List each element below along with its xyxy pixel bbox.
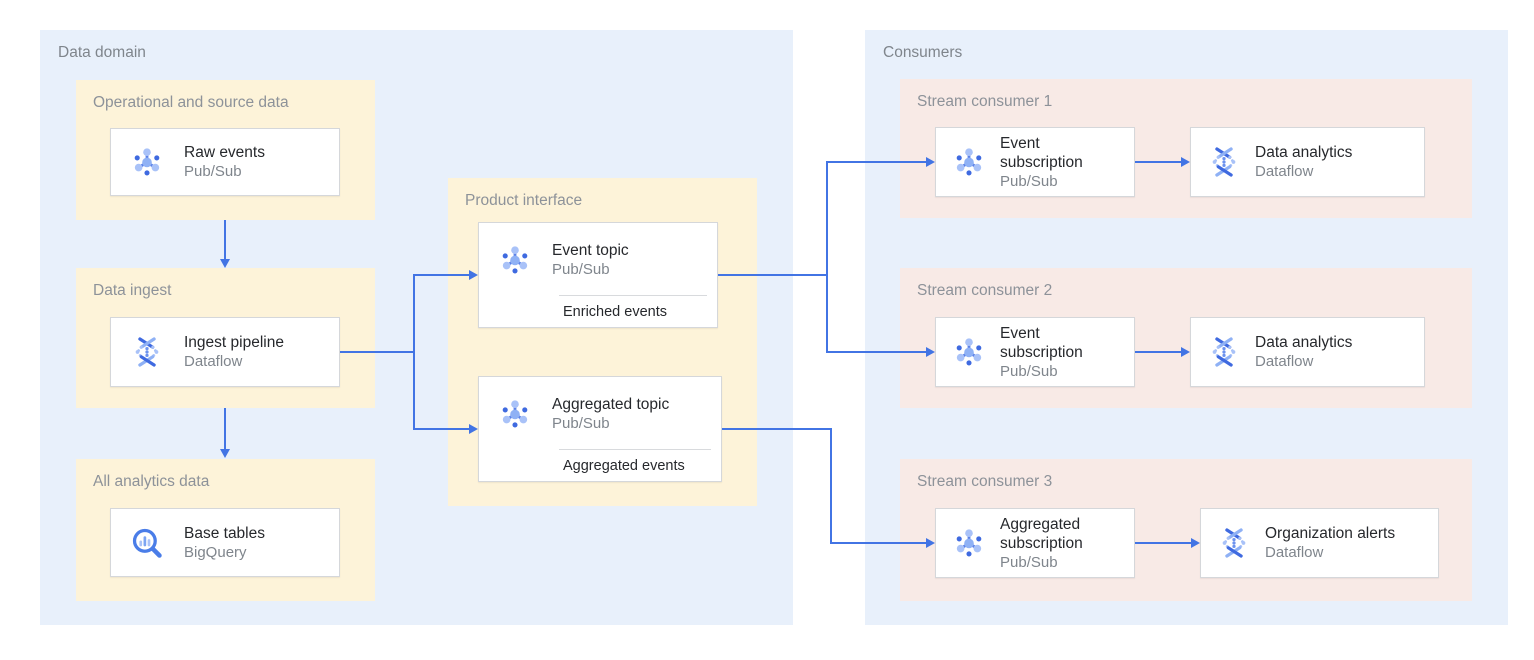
- arrowhead-right: [926, 538, 935, 548]
- card-product: Dataflow: [1255, 353, 1314, 370]
- connector-event-topic-split: [826, 161, 828, 353]
- connector-to-subscription-3: [830, 542, 926, 544]
- arrowhead-right: [926, 347, 935, 357]
- card-title: Data analytics: [1255, 334, 1353, 351]
- group-stream-consumer-1-label: Stream consumer 1: [917, 93, 1053, 110]
- card-title: Event subscription: [1000, 134, 1083, 171]
- card-event-topic: Event topic Pub/Sub Enriched events: [478, 222, 718, 328]
- topic-footer-label: Aggregated events: [563, 458, 685, 474]
- connector-sub3-to-alerts: [1135, 542, 1191, 544]
- card-product: Dataflow: [184, 353, 243, 370]
- card-title: Organization alerts: [1265, 525, 1396, 542]
- connector-to-event-topic: [413, 274, 469, 276]
- bigquery-icon: [130, 526, 164, 560]
- pubsub-icon: [955, 146, 983, 177]
- dataflow-icon: [1211, 147, 1237, 177]
- pubsub-icon: [955, 527, 983, 558]
- card-product: Dataflow: [1265, 544, 1324, 561]
- connector-to-aggregated-topic: [413, 428, 469, 430]
- card-product: Pub/Sub: [184, 163, 242, 180]
- pubsub-icon: [133, 146, 161, 177]
- card-product: BigQuery: [184, 543, 247, 561]
- connector-aggregated-split: [830, 428, 832, 544]
- card-aggregated-subscription: Aggregated subscription Pub/Sub: [935, 508, 1135, 578]
- card-title: Base tables: [184, 524, 265, 542]
- card-product: Pub/Sub: [552, 415, 610, 432]
- card-title: Event topic: [552, 242, 629, 259]
- connector-to-subscription-2: [826, 351, 926, 353]
- card-data-analytics-2: Data analytics Dataflow: [1190, 317, 1425, 387]
- connector-event-topic-out: [718, 274, 828, 276]
- connector-ingest-out: [340, 351, 414, 353]
- card-aggregated-topic: Aggregated topic Pub/Sub Aggregated even…: [478, 376, 722, 482]
- dataflow-icon: [1221, 528, 1247, 558]
- arrowhead-right: [1191, 538, 1200, 548]
- arrowhead-right: [469, 424, 478, 434]
- group-analytics-label: All analytics data: [93, 473, 210, 490]
- connector-sub1-to-analytics: [1135, 161, 1181, 163]
- pubsub-icon: [501, 398, 529, 429]
- connector-to-subscription-1: [826, 161, 926, 163]
- card-title: Event subscription: [1000, 324, 1083, 361]
- card-event-subscription-1: Event subscription Pub/Sub: [935, 127, 1135, 197]
- card-organization-alerts: Organization alerts Dataflow: [1200, 508, 1439, 578]
- arrowhead-right: [1181, 347, 1190, 357]
- arrowhead-right: [1181, 157, 1190, 167]
- group-product-interface-label: Product interface: [465, 192, 583, 209]
- group-operational-label: Operational and source data: [93, 94, 289, 111]
- card-title: Aggregated subscription: [1000, 515, 1083, 552]
- card-event-subscription-2: Event subscription Pub/Sub: [935, 317, 1135, 387]
- group-stream-consumer-2-label: Stream consumer 2: [917, 282, 1053, 299]
- card-data-analytics-1: Data analytics Dataflow: [1190, 127, 1425, 197]
- connector-ingest-split: [413, 274, 415, 430]
- card-title: Ingest pipeline: [184, 334, 284, 351]
- card-raw-events: Raw events Pub/Sub: [110, 128, 340, 196]
- connector-raw-to-ingest: [224, 220, 226, 260]
- group-stream-consumer-3-label: Stream consumer 3: [917, 473, 1053, 490]
- arrowhead-right: [926, 157, 935, 167]
- card-ingest-pipeline: Ingest pipeline Dataflow: [110, 317, 340, 387]
- card-title: Raw events: [184, 144, 265, 161]
- card-product: Pub/Sub: [552, 261, 610, 278]
- connector-ingest-to-analytics: [224, 408, 226, 449]
- dataflow-icon: [1211, 337, 1237, 367]
- data-domain-label: Data domain: [58, 44, 146, 61]
- connector-aggregated-topic-out: [722, 428, 832, 430]
- arrowhead-down: [220, 449, 230, 458]
- pubsub-icon: [501, 244, 529, 275]
- connector-sub2-to-analytics: [1135, 351, 1181, 353]
- arrowhead-right: [469, 270, 478, 280]
- topic-footer-label: Enriched events: [563, 304, 667, 320]
- group-data-ingest-label: Data ingest: [93, 282, 172, 299]
- card-product: Dataflow: [1255, 163, 1314, 180]
- dataflow-icon: [134, 337, 160, 367]
- arrowhead-down: [220, 259, 230, 268]
- card-product: Pub/Sub: [1000, 172, 1058, 190]
- card-base-tables: Base tables BigQuery: [110, 508, 340, 577]
- divider: [559, 449, 711, 450]
- pubsub-icon: [955, 336, 983, 367]
- card-title: Aggregated topic: [552, 396, 670, 413]
- card-product: Pub/Sub: [1000, 362, 1058, 380]
- card-product: Pub/Sub: [1000, 553, 1058, 571]
- consumers-label: Consumers: [883, 44, 963, 61]
- card-title: Data analytics: [1255, 144, 1353, 161]
- divider: [559, 295, 707, 296]
